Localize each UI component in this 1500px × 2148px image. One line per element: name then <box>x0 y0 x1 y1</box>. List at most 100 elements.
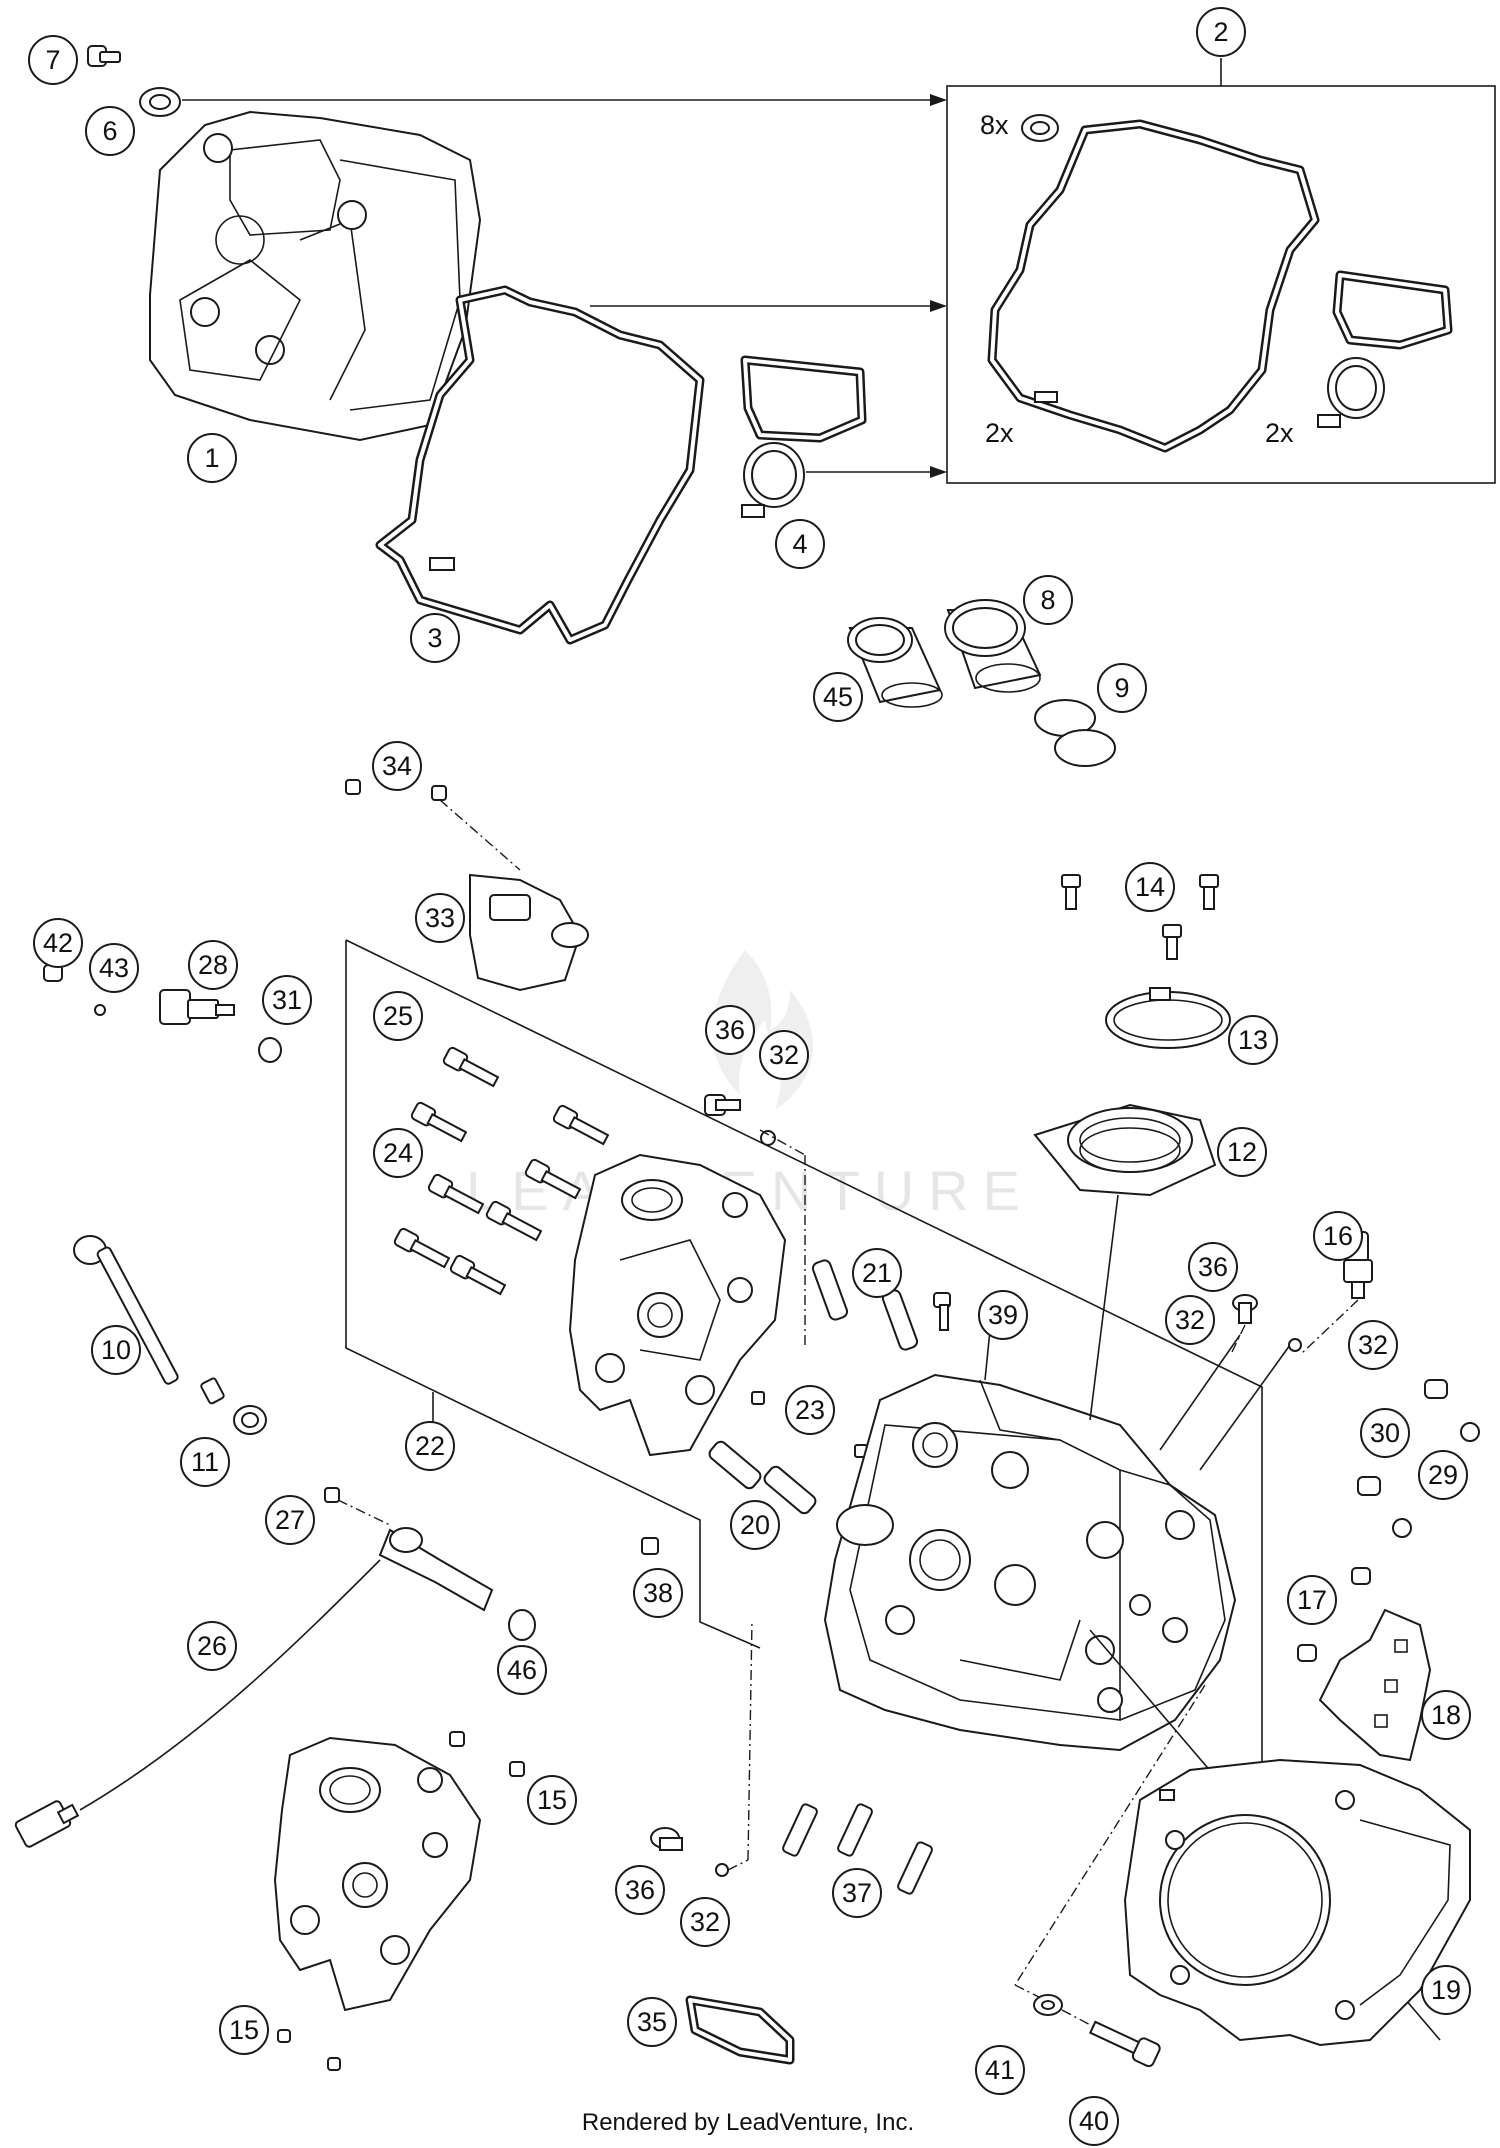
callout-31-label: 31 <box>272 985 302 1015</box>
callout-36a: 36 <box>705 1005 755 1055</box>
part-17-bolts <box>1297 1567 1371 1662</box>
callout-37-label: 37 <box>842 1878 872 1908</box>
callout-39: 39 <box>978 1290 1028 1340</box>
callout-3: 3 <box>410 613 460 663</box>
callout-10: 10 <box>91 1325 141 1375</box>
callout-25: 25 <box>373 991 423 1041</box>
part-36-32-plug-right <box>1231 1294 1258 1353</box>
callout-36b: 36 <box>1188 1242 1238 1292</box>
callout-25-label: 25 <box>383 1001 413 1031</box>
callout-26: 26 <box>187 1621 237 1671</box>
part-9-o-rings <box>1034 699 1116 767</box>
callout-17-label: 17 <box>1297 1585 1327 1615</box>
callout-31: 31 <box>262 975 312 1025</box>
part-29-washers <box>1392 1422 1480 1538</box>
part-4-spark-plug-seal <box>740 355 867 518</box>
callout-32a-label: 32 <box>769 1040 799 1070</box>
callout-24: 24 <box>373 1128 423 1178</box>
part-27-bolt <box>324 1487 391 1526</box>
callout-6-label: 6 <box>102 116 117 146</box>
part-14-bolts <box>1061 874 1219 960</box>
lower-camshaft-carrier <box>273 1736 482 2012</box>
callout-15a: 15 <box>527 1775 577 1825</box>
callout-21-label: 21 <box>862 1258 892 1288</box>
callout-4-label: 4 <box>792 529 807 559</box>
callout-32b: 32 <box>1165 1295 1215 1345</box>
callout-43: 43 <box>89 943 139 993</box>
callout-40-label: 40 <box>1079 2106 1109 2136</box>
callout-13-label: 13 <box>1238 1025 1268 1055</box>
callout-7: 7 <box>28 35 78 85</box>
callout-36c: 36 <box>615 1865 665 1915</box>
callout-22: 22 <box>405 1421 455 1471</box>
part-15-plugs <box>277 1731 525 2071</box>
callout-35-label: 35 <box>637 2007 667 2037</box>
callout-1: 1 <box>187 433 237 483</box>
part-2-gasket-kit-box: 8x 2x 2x <box>946 85 1496 484</box>
part-45-sleeve <box>847 617 943 708</box>
callout-23-label: 23 <box>795 1395 825 1425</box>
part-6-seal-washer <box>139 87 181 117</box>
kit-arrows <box>182 58 1222 478</box>
callout-35: 35 <box>627 1997 677 2047</box>
part-33-sensor <box>469 873 589 992</box>
callout-46: 46 <box>497 1645 547 1695</box>
kit-seal-qty: 8x <box>980 110 1009 140</box>
callout-12: 12 <box>1217 1127 1267 1177</box>
callout-24-label: 24 <box>383 1138 413 1168</box>
part-8-sleeve <box>944 599 1042 693</box>
footer-credit: Rendered by LeadVenture, Inc. <box>582 2109 914 2136</box>
callout-12-label: 12 <box>1227 1137 1257 1167</box>
callout-45: 45 <box>813 672 863 722</box>
callout-14: 14 <box>1125 862 1175 912</box>
part-19-head-gasket <box>1123 1758 1471 2047</box>
part-31-washer <box>258 1037 282 1063</box>
part-35-gasket <box>685 1995 795 2065</box>
kit-gasket-qty: 2x <box>985 418 1014 448</box>
part-30-plugs <box>1357 1379 1448 1496</box>
part-13-clamp <box>1105 987 1231 1049</box>
part-11-washer <box>233 1405 267 1435</box>
callout-16: 16 <box>1313 1211 1363 1261</box>
part-22-camshaft-carrier <box>568 1153 787 1457</box>
part-1-valve-cover <box>149 110 482 442</box>
callout-8: 8 <box>1023 575 1073 625</box>
callout-28-label: 28 <box>198 950 228 980</box>
callout-11: 11 <box>180 1437 230 1487</box>
callout-23: 23 <box>785 1385 835 1435</box>
callout-9-label: 9 <box>1114 673 1129 703</box>
part-34-screws <box>345 779 521 871</box>
callout-22-label: 22 <box>415 1431 445 1461</box>
callout-6: 6 <box>85 106 135 156</box>
callout-27: 27 <box>265 1495 315 1545</box>
callout-38: 38 <box>633 1568 683 1618</box>
cylinder-head <box>823 1373 1237 1752</box>
part-38-plug <box>641 1537 659 1555</box>
callout-28: 28 <box>188 940 238 990</box>
callout-17: 17 <box>1287 1575 1337 1625</box>
callout-42-label: 42 <box>43 928 73 958</box>
callout-38-label: 38 <box>643 1578 673 1608</box>
part-37-dowels <box>782 1803 933 1895</box>
callout-43-label: 43 <box>99 953 129 983</box>
callout-26-label: 26 <box>197 1631 227 1661</box>
callout-32b-label: 32 <box>1175 1305 1205 1335</box>
part-20-dowels <box>708 1440 817 1515</box>
callout-30-label: 30 <box>1370 1418 1400 1448</box>
part-10-tensioner-bolt <box>73 1235 225 1405</box>
part-39-bolt <box>933 1292 951 1331</box>
callout-19-label: 19 <box>1431 1975 1461 2005</box>
callout-15b-label: 15 <box>229 2015 259 2045</box>
callout-36a-label: 36 <box>715 1015 745 1045</box>
callout-37: 37 <box>832 1868 882 1918</box>
callout-42: 42 <box>33 918 83 968</box>
callout-2-label: 2 <box>1213 17 1228 47</box>
part-7-bolt <box>87 45 121 67</box>
callout-13: 13 <box>1228 1015 1278 1065</box>
callout-33-label: 33 <box>425 903 455 933</box>
callout-41: 41 <box>975 2045 1025 2095</box>
part-28-temp-sensor <box>159 989 235 1025</box>
callout-8-label: 8 <box>1040 585 1055 615</box>
callout-18-label: 18 <box>1431 1700 1461 1730</box>
